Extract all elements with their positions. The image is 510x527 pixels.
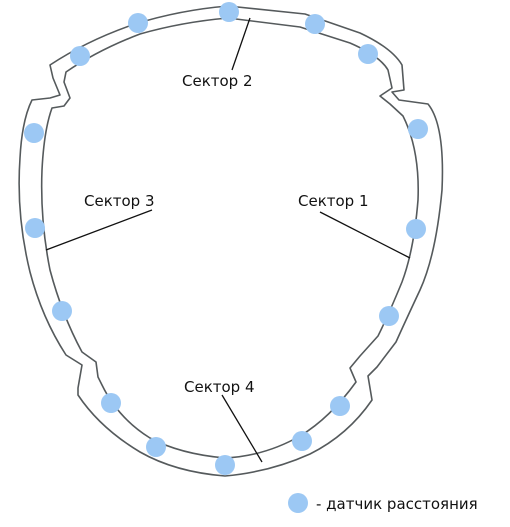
sensor-group <box>24 2 428 475</box>
sensor-dot <box>146 437 166 457</box>
sector-4-label: Сектор 4 <box>184 378 255 396</box>
sensor-dot <box>358 44 378 64</box>
outer-contour <box>18 5 444 477</box>
sensor-dot <box>101 393 121 413</box>
sensor-dot <box>406 219 426 239</box>
sensor-dot <box>219 2 239 22</box>
sector-2-label: Сектор 2 <box>182 72 253 90</box>
sensor-dot <box>215 455 235 475</box>
legend: - датчик расстояния <box>288 493 478 513</box>
sector-1-leader <box>319 211 411 259</box>
sensor-dot <box>292 431 312 451</box>
sensor-dot <box>128 13 148 33</box>
sector-2-leader <box>231 17 251 71</box>
sector-3-leader <box>45 209 153 251</box>
sensor-dot <box>25 218 45 238</box>
inner-contour <box>40 17 420 459</box>
sector-4-leader <box>221 394 263 463</box>
sensor-dot <box>24 123 44 143</box>
legend-label: - датчик расстояния <box>316 495 478 513</box>
sector-3-label: Сектор 3 <box>84 192 155 210</box>
sensor-dot <box>305 14 325 34</box>
sector-1-label: Сектор 1 <box>298 192 369 210</box>
legend-sensor-icon <box>288 493 308 513</box>
sensor-dot <box>70 46 90 66</box>
sensor-dot <box>330 396 350 416</box>
sensor-dot <box>52 301 72 321</box>
sensor-dot <box>408 119 428 139</box>
sensor-dot <box>379 306 399 326</box>
